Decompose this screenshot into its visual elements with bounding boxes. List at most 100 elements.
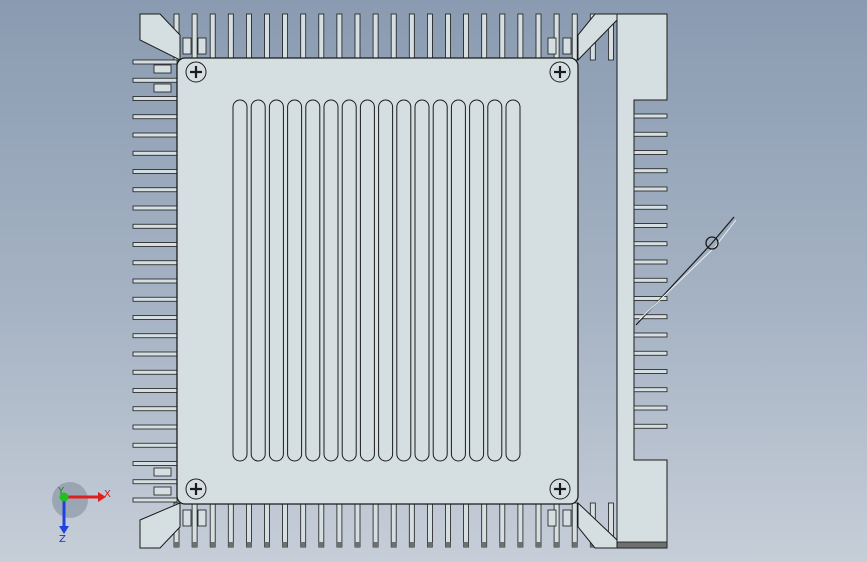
screw-cross [190, 483, 202, 495]
vent-slot [450, 99, 466, 462]
wire-highlight [638, 219, 737, 321]
wire-line [635, 216, 735, 326]
right-fin [633, 423, 668, 429]
x-axis-label: X [104, 489, 111, 500]
vent-slot [287, 99, 303, 462]
right-fin [633, 113, 668, 119]
right-fin [633, 332, 668, 338]
bottom-fin-shadow [463, 542, 469, 547]
bottom-right-chamfer [577, 501, 618, 549]
vent-slot [305, 99, 321, 462]
bottom-fin-shadow [228, 542, 234, 547]
top-fin [191, 13, 198, 61]
bottom-fin-shadow [336, 542, 342, 547]
bottom-fin [300, 502, 307, 548]
left-fin [132, 114, 178, 120]
bottom-fin-shadow [517, 542, 523, 547]
bottom-fin [571, 502, 578, 548]
left-fin [132, 59, 178, 65]
left-fin [132, 278, 178, 284]
top-fin [209, 13, 216, 61]
top-fin [390, 13, 397, 61]
right-fin [633, 223, 668, 228]
top-fin [354, 13, 361, 61]
top-fin [426, 13, 433, 61]
bottom-fin-shadow [318, 542, 324, 547]
left-tab [153, 83, 172, 93]
top-tab [197, 509, 207, 527]
vent-slot [414, 99, 430, 462]
left-fin [132, 406, 178, 412]
bottom-fin [245, 502, 252, 548]
top-tab [182, 509, 192, 527]
top-fin [535, 13, 542, 61]
left-fin [132, 242, 178, 247]
left-fin [132, 77, 178, 83]
bottom-fin [517, 502, 524, 548]
left-tab [153, 486, 172, 496]
vent-slot [323, 99, 339, 462]
right-fin [633, 241, 668, 247]
right-fin [633, 150, 668, 155]
bottom-fin-shadow [499, 542, 505, 547]
bottom-fin [318, 502, 325, 548]
left-fin-column [132, 59, 178, 503]
vent-slot [359, 99, 375, 462]
bottom-fin [499, 502, 506, 548]
top-fin [336, 13, 343, 61]
bottom-fin [426, 502, 433, 548]
top-fin [245, 13, 252, 61]
bottom-fin [354, 502, 361, 548]
left-fin [132, 351, 178, 357]
top-fin [517, 13, 524, 61]
screw-cross [554, 483, 566, 495]
right-fin [633, 350, 668, 356]
vent-slot [396, 99, 412, 462]
bottom-fin-shadow [282, 542, 288, 547]
bottom-fin-shadow [174, 542, 179, 547]
bottom-fin [191, 502, 198, 548]
top-tab [197, 37, 207, 55]
top-fin [264, 13, 270, 61]
bottom-fin-shadow [554, 542, 560, 547]
left-fin [132, 497, 178, 503]
top-tab [547, 37, 557, 55]
right-fin-column [633, 113, 668, 429]
bottom-fin-shadow [427, 542, 433, 547]
bottom-fin [282, 502, 289, 548]
bottom-fin-shadow [246, 542, 252, 547]
bottom-fin-row [173, 502, 614, 548]
bottom-left-chamfer [139, 502, 181, 549]
left-fin [132, 205, 178, 211]
top-tab [547, 509, 557, 527]
left-fin [132, 315, 178, 320]
top-fin [571, 13, 578, 61]
right-fin [633, 387, 668, 393]
right-fin [633, 186, 668, 192]
right-fin [633, 314, 668, 320]
left-tab [153, 467, 172, 477]
top-fin [445, 13, 451, 61]
top-tab [182, 37, 192, 55]
top-fin [499, 13, 506, 61]
left-fin [132, 260, 178, 266]
left-fin [132, 223, 178, 229]
vent-slots [232, 99, 521, 462]
screw-cross [554, 66, 566, 78]
bottom-fin [463, 502, 470, 548]
top-right-chamfer [577, 13, 618, 62]
top-fin [372, 13, 379, 61]
bottom-fin-shadow [300, 542, 306, 547]
left-fin [132, 150, 178, 156]
bottom-fin-shadow [192, 542, 198, 547]
right-fin [633, 131, 668, 137]
vent-slot [268, 99, 284, 462]
vent-slot [250, 99, 266, 462]
left-fin [132, 442, 178, 448]
top-fin [300, 13, 307, 61]
bottom-fin [445, 502, 451, 548]
bottom-fin [227, 502, 234, 548]
wire-loop [705, 236, 719, 250]
